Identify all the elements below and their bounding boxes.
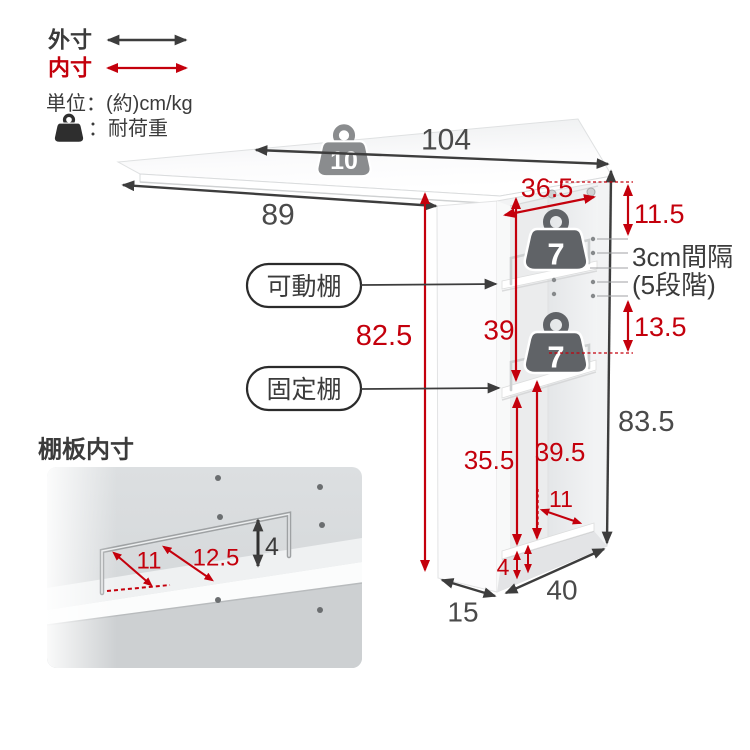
- dim-89-arrow: [121, 180, 438, 211]
- weight-10-value: 10: [330, 147, 358, 175]
- movable-shelf-pointer: [360, 278, 498, 290]
- inset-photo: 11 12.5 4: [47, 467, 362, 668]
- unit-left-side-panel: [436, 200, 498, 593]
- shelf-inset: 棚板内寸: [38, 436, 362, 668]
- inner-dimensions: 36.5 82.5 39 11.5 13.5 35.5 39.5 11 4: [356, 173, 687, 580]
- shelf-unit: 7 7: [436, 179, 613, 593]
- fixed-shelf-pointer: [360, 382, 501, 394]
- legend-inner-label: 内寸: [48, 56, 92, 81]
- photo-dim-4: 4: [265, 533, 279, 561]
- legend-unit-label: 単位：(約)cm/kg: [46, 92, 193, 115]
- dim-11: 11: [549, 486, 573, 512]
- weight-7-upper-value: 7: [547, 237, 564, 272]
- movable-shelf-callout: 可動棚: [245, 262, 498, 309]
- photo-dim-11: 11: [137, 548, 162, 575]
- legend-load-label: ：耐荷重: [88, 117, 168, 140]
- fixed-shelf-label: 固定棚: [266, 376, 341, 404]
- dim-39-5: 39.5: [535, 437, 586, 467]
- dim-13-5: 13.5: [634, 312, 687, 342]
- dim-104-arrow: [254, 145, 610, 169]
- cam-screw-icon: [586, 187, 596, 197]
- movable-shelf-label: 可動棚: [266, 273, 341, 301]
- dim-82-5: 82.5: [356, 320, 412, 352]
- legend-outer-label: 外寸: [48, 28, 92, 53]
- pin-pitch-note: 3cm間隔 (5段階): [590, 238, 733, 300]
- dim-89: 89: [261, 199, 294, 232]
- inset-title: 棚板内寸: [38, 436, 134, 464]
- photo-pin-holes: [215, 475, 325, 613]
- dim-83-5: 83.5: [618, 406, 674, 438]
- dim-83-5-arrow: [601, 169, 617, 545]
- weight-icon: [52, 113, 86, 144]
- dim-40: 40: [546, 575, 577, 606]
- photo-dashed-guide: [106, 584, 171, 592]
- dim-15: 15: [447, 597, 478, 628]
- dim-104: 104: [421, 124, 471, 157]
- dim-11-arrow: [539, 508, 583, 525]
- dim-4: 4: [497, 554, 510, 580]
- pitch-note-line1: 3cm間隔: [632, 242, 733, 272]
- outer-dimensions: 104 89 83.5 40 15: [121, 124, 674, 628]
- dim-40-arrow: [504, 547, 606, 595]
- dim-36-5: 36.5: [521, 173, 574, 203]
- photo-dim-12-5: 12.5: [193, 545, 240, 572]
- photo-dim-12-5-arrow: [162, 545, 214, 582]
- legend: 外寸 内寸 単位：(約)cm/kg ：耐荷重: [46, 28, 193, 144]
- dim-35-5: 35.5: [464, 445, 515, 475]
- photo-shelf-front-edge: [47, 562, 362, 625]
- fixed-shelf-callout: 固定棚: [245, 365, 501, 412]
- dim-11-5: 11.5: [634, 199, 685, 229]
- dim-39: 39: [483, 315, 514, 346]
- dim-15-arrow: [440, 578, 497, 598]
- photo-dim-11-arrow: [112, 551, 153, 587]
- pitch-note-line2: (5段階): [632, 270, 716, 300]
- weight-7-lower-value: 7: [547, 340, 564, 375]
- fixed-shelf-shadow: [501, 371, 597, 401]
- photo-lower-wall: [47, 583, 362, 668]
